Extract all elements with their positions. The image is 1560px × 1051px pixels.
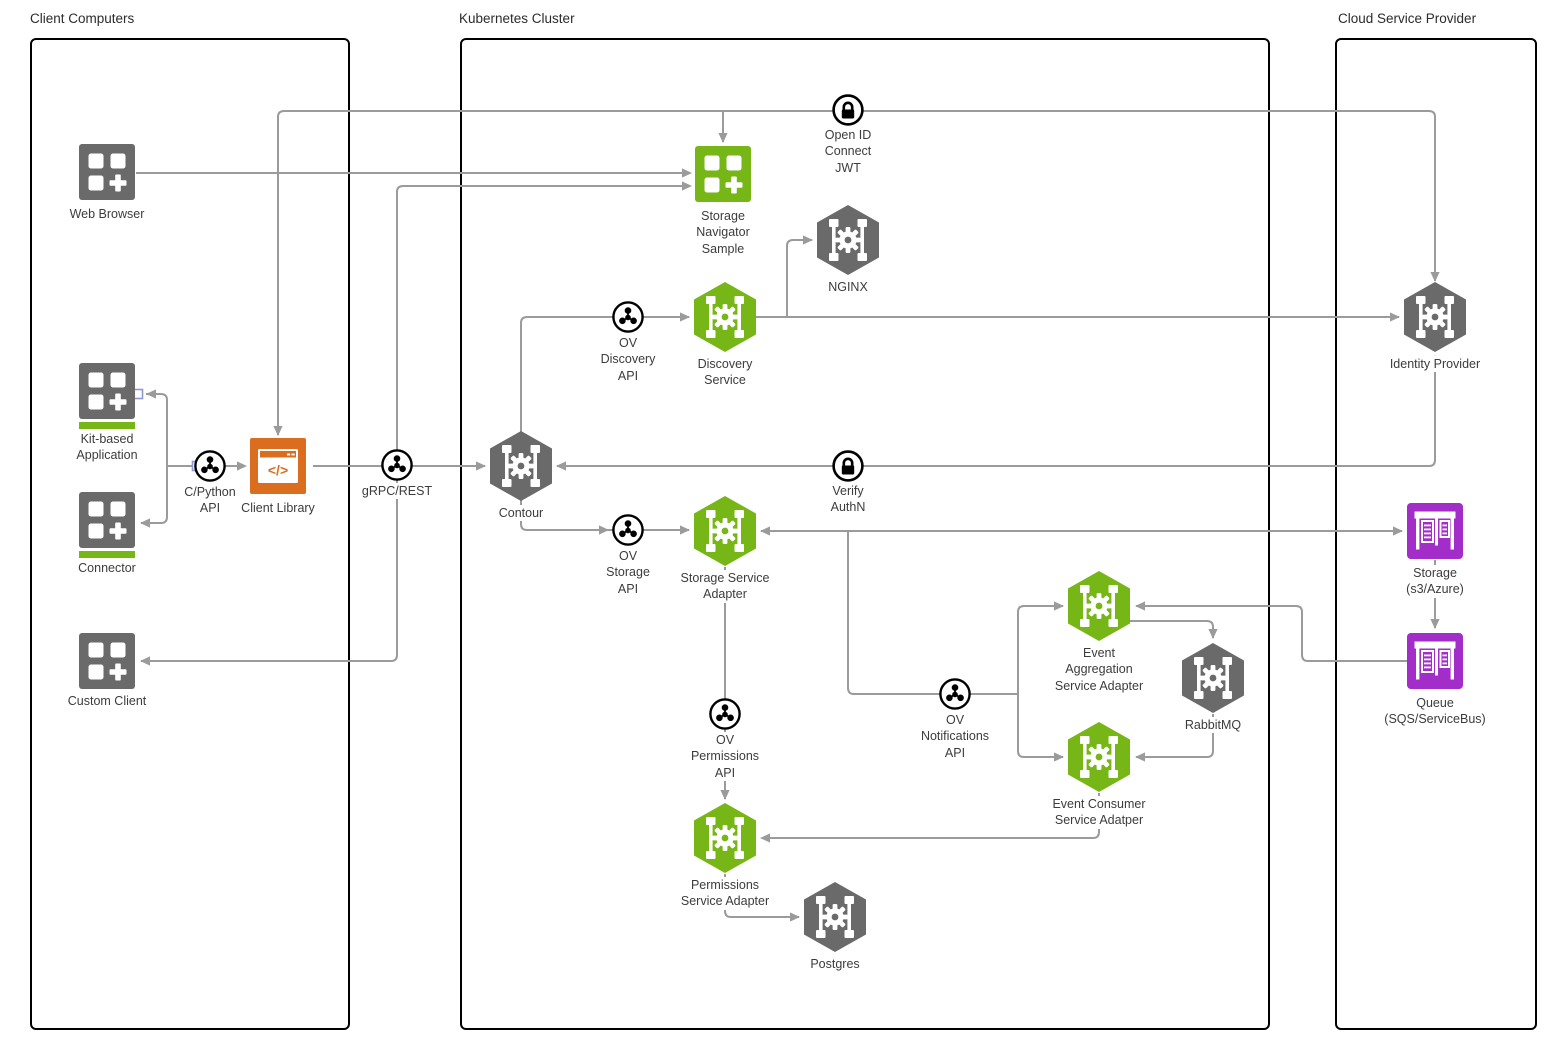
hexagon-service-icon — [817, 205, 879, 275]
node-label: C/Python API — [178, 484, 242, 517]
cloud-service-provider-box — [1335, 38, 1537, 1030]
hexagon-service-icon — [1404, 282, 1466, 352]
node-label: Client Library — [232, 500, 324, 517]
kubernetes-cluster-label: Kubernetes Cluster — [459, 11, 575, 26]
node-label: Queue (SQS/ServiceBus) — [1369, 695, 1501, 728]
node-label: Web Browser — [56, 206, 158, 223]
node-label: Verify AuthN — [822, 483, 874, 516]
cloud-service-provider-label: Cloud Service Provider — [1338, 11, 1477, 26]
app-grid-icon — [79, 633, 135, 689]
node-label: OV Notifications API — [912, 712, 998, 761]
node-label: Storage Navigator Sample — [686, 208, 760, 257]
node-label: Identity Provider — [1379, 356, 1491, 373]
node-label: Open ID Connect JWT — [817, 127, 879, 176]
wire-paths — [136, 110, 1436, 918]
hexagon-service-icon — [490, 431, 552, 501]
node-label: Permissions Service Adapter — [672, 877, 778, 910]
code-window-icon: </> — [250, 438, 306, 494]
node-label: OV Storage API — [599, 548, 657, 597]
app-grid-icon — [79, 363, 135, 419]
node-label: Kit-based Application — [63, 431, 151, 464]
storage-shelf-icon — [1407, 503, 1463, 559]
green-underline-bar — [79, 422, 135, 429]
node-label: NGINX — [812, 279, 884, 296]
api-badge-icon — [709, 698, 741, 730]
svg-text:</>: </> — [268, 462, 288, 478]
api-badge-icon — [194, 450, 226, 482]
node-label: Contour — [480, 505, 562, 522]
node-label: Custom Client — [56, 693, 158, 710]
hexagon-service-icon — [1068, 571, 1130, 641]
app-grid-icon — [79, 144, 135, 200]
api-badge-icon — [612, 301, 644, 333]
node-label: Event Aggregation Service Adapter — [1050, 645, 1148, 694]
queue-shelf-icon — [1407, 633, 1463, 689]
node-label: Postgres — [794, 956, 876, 973]
green-underline-bar — [79, 551, 135, 558]
hexagon-service-icon — [694, 282, 756, 352]
app-grid-icon — [79, 492, 135, 548]
kubernetes-cluster-box — [460, 38, 1270, 1030]
client-computers-label: Client Computers — [30, 11, 135, 26]
node-label: OV Permissions API — [684, 732, 766, 781]
hexagon-service-icon — [694, 803, 756, 873]
node-label: gRPC/REST — [351, 483, 443, 500]
node-label: RabbitMQ — [1172, 717, 1254, 734]
node-label: OV Discovery API — [595, 335, 661, 384]
hexagon-service-icon — [1068, 722, 1130, 792]
client-computers-box — [30, 38, 350, 1030]
node-label: Connector — [61, 560, 153, 577]
app-grid-icon — [695, 146, 751, 202]
node-label: Storage Service Adapter — [674, 570, 776, 603]
lock-badge-icon — [832, 450, 864, 482]
api-badge-icon — [939, 678, 971, 710]
api-badge-icon — [612, 514, 644, 546]
hexagon-service-icon — [694, 496, 756, 566]
lock-badge-icon — [832, 94, 864, 126]
hexagon-service-icon — [1182, 643, 1244, 713]
api-badge-icon — [381, 449, 413, 481]
hexagon-service-icon — [804, 882, 866, 952]
node-label: Storage (s3/Azure) — [1394, 565, 1476, 598]
node-label: Discovery Service — [689, 356, 761, 389]
node-label: Event Consumer Service Adatper — [1038, 796, 1160, 829]
